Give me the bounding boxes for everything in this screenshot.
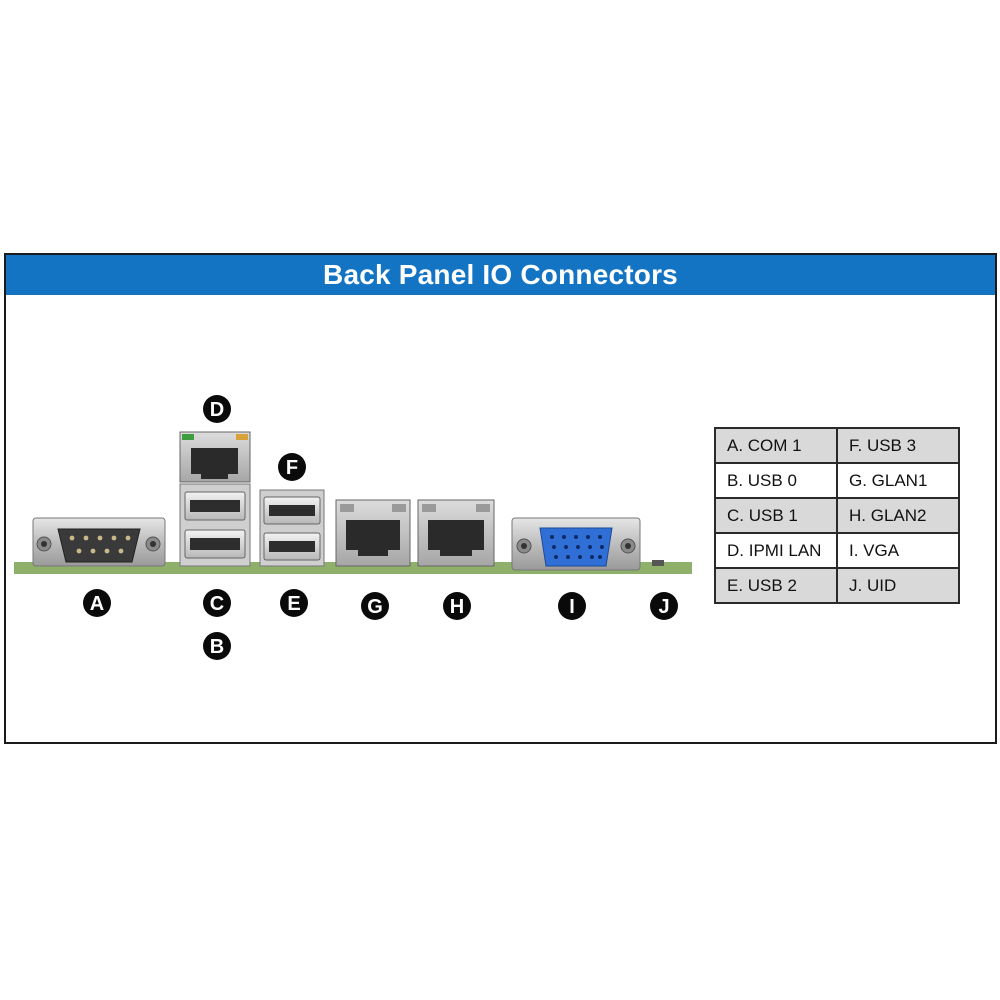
usb-port xyxy=(179,483,251,567)
label-badge-circle xyxy=(203,395,231,423)
label-badge-c: C xyxy=(203,589,231,617)
legend-cell: I. VGA xyxy=(836,532,960,569)
label-badge-letter: A xyxy=(90,593,104,615)
label-badge-letter: G xyxy=(367,596,383,618)
label-badge-letter: D xyxy=(210,399,224,421)
uid-led xyxy=(652,560,664,566)
label-badge-g: G xyxy=(361,592,389,620)
legend-cell: F. USB 3 xyxy=(836,427,960,464)
label-badge-circle xyxy=(443,592,471,620)
legend-cell: J. UID xyxy=(836,567,960,604)
rj45-port xyxy=(179,431,251,483)
label-badge-a: A xyxy=(83,589,111,617)
label-badge-i: I xyxy=(558,592,586,620)
page-title: Back Panel IO Connectors xyxy=(6,255,995,295)
label-badge-f: F xyxy=(278,453,306,481)
label-badge-e: E xyxy=(280,589,308,617)
label-badge-h: H xyxy=(443,592,471,620)
legend-cell: G. GLAN1 xyxy=(836,462,960,499)
serial-db9-connector xyxy=(32,517,166,567)
label-badge-circle xyxy=(361,592,389,620)
label-badge-b: B xyxy=(203,632,231,660)
label-badge-circle xyxy=(203,632,231,660)
label-badge-d: D xyxy=(203,395,231,423)
legend-cell: A. COM 1 xyxy=(714,427,838,464)
usb-port xyxy=(259,489,325,567)
label-badge-circle xyxy=(278,453,306,481)
legend-cell: D. IPMI LAN xyxy=(714,532,838,569)
legend-cell: B. USB 0 xyxy=(714,462,838,499)
rj45-port xyxy=(417,499,495,567)
label-badge-circle xyxy=(203,589,231,617)
label-badge-letter: F xyxy=(286,457,298,479)
label-badge-letter: J xyxy=(658,596,669,618)
legend-cell: E. USB 2 xyxy=(714,567,838,604)
label-badge-letter: E xyxy=(287,593,300,615)
label-badge-j: J xyxy=(650,592,678,620)
label-badge-letter: I xyxy=(569,596,575,618)
rj45-port xyxy=(335,499,411,567)
label-badge-circle xyxy=(558,592,586,620)
label-badge-circle xyxy=(280,589,308,617)
label-badge-circle xyxy=(650,592,678,620)
label-badge-letter: C xyxy=(210,593,224,615)
legend-cell: C. USB 1 xyxy=(714,497,838,534)
legend-cell: H. GLAN2 xyxy=(836,497,960,534)
label-badge-letter: B xyxy=(210,636,224,658)
label-badge-circle xyxy=(83,589,111,617)
label-badge-letter: H xyxy=(450,596,464,618)
vga-connector xyxy=(511,517,641,571)
